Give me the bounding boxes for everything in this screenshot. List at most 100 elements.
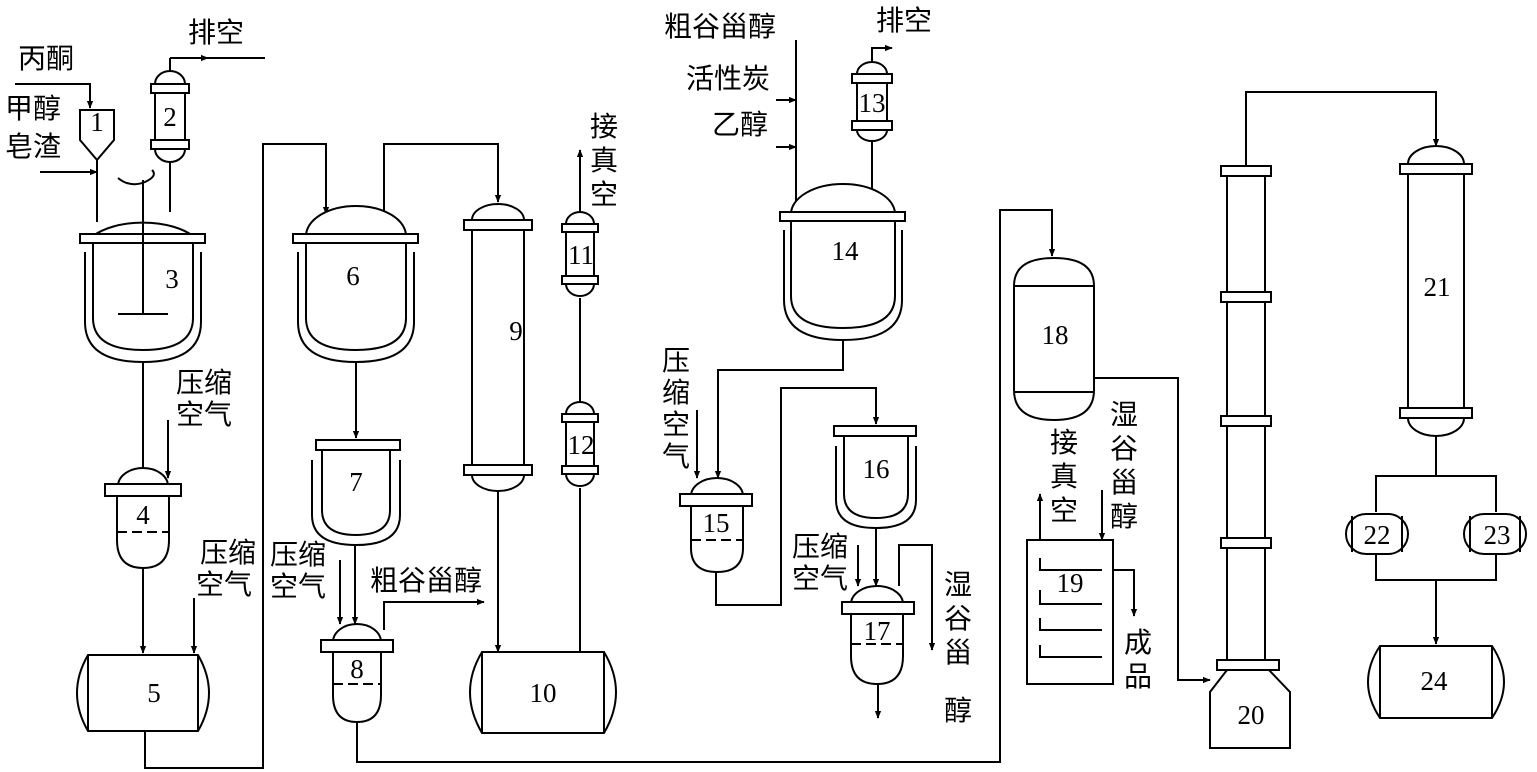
unit-label-3: 3 [165, 264, 179, 294]
label-activated-carbon: 活性炭 [686, 62, 770, 95]
unit-7-vessel [311, 439, 401, 547]
label-vacuum-11-line2: 真 [590, 144, 618, 177]
unit-9-column [463, 203, 533, 492]
piping [15, 40, 1497, 769]
unit-5-storage-tank [76, 654, 210, 732]
stream-labels: 丙酮 甲醇 皂渣 排空 压缩 空气 压缩 空气 压缩 空气 粗谷甾醇 接 真 空… [5, 4, 1152, 727]
unit-label-19: 19 [1057, 568, 1084, 598]
unit-label-10: 10 [530, 678, 557, 708]
label-wet-sterol-17-line4: 醇 [944, 694, 972, 727]
pipe-tank15-to-reactor16 [715, 387, 880, 606]
label-compressed-air-5-line1: 压缩 [200, 536, 256, 569]
label-acetone: 丙酮 [18, 42, 74, 75]
unit-label-1: 1 [90, 107, 104, 137]
label-compressed-air-17-line1: 压缩 [792, 530, 848, 563]
unit-label-8: 8 [350, 654, 364, 684]
label-wet-sterol-19-line1: 湿 [1110, 398, 1138, 431]
unit-label-15: 15 [703, 508, 730, 538]
pipe-manifold-top [1375, 475, 1497, 512]
unit-label-11: 11 [568, 240, 594, 270]
label-vacuum-19-line3: 空 [1050, 494, 1078, 527]
label-vacuum-11-line1: 接 [590, 110, 618, 143]
pipe-manifold-bottom [1375, 554, 1497, 581]
unit-label-5: 5 [147, 678, 161, 708]
label-vacuum-19-line1: 接 [1050, 426, 1078, 459]
label-vent-13: 排空 [876, 4, 932, 37]
pipe-column20-to-condenser21 [1245, 91, 1440, 166]
unit-16-vessel [833, 425, 917, 530]
unit-6-reactor [292, 205, 419, 364]
unit-label-6: 6 [346, 261, 360, 291]
label-wet-sterol-17-line3: 甾 [944, 636, 972, 669]
label-compressed-air-15-line1: 压 [662, 344, 690, 377]
unit-label-22: 22 [1364, 520, 1391, 550]
unit-11-trap [561, 211, 599, 297]
unit-label-2: 2 [163, 102, 177, 132]
unit-21-condenser [1399, 145, 1473, 437]
label-compressed-air-17-line2: 空气 [792, 562, 848, 595]
unit-label-9: 9 [509, 316, 523, 346]
unit-label-16: 16 [863, 454, 890, 484]
label-crude-sterol-out: 粗谷甾醇 [370, 564, 482, 597]
label-compressed-air-15-line3: 空 [662, 408, 690, 441]
unit-4-blow-tank [104, 467, 182, 570]
unit-numbers: 1 2 3 4 5 6 7 8 9 10 11 12 13 14 15 16 1… [90, 88, 1510, 730]
pipe-wet-sterol-17 [898, 544, 936, 651]
label-vacuum-11-line3: 空 [590, 178, 618, 211]
unit-15-blow-tank [679, 477, 753, 574]
label-wet-sterol-19-line4: 醇 [1110, 500, 1138, 533]
pipe-tank5-to-reactor6 [144, 143, 330, 769]
pipe-tank8-to-tank18 [356, 209, 1056, 763]
unit-1-hopper [79, 109, 115, 162]
label-crude-sterol-in: 粗谷甾醇 [664, 10, 776, 43]
unit-13-condenser [851, 61, 893, 142]
label-wet-sterol-17-line1: 湿 [944, 568, 972, 601]
unit-label-17: 17 [864, 616, 891, 646]
label-compressed-air-5-line2: 空气 [196, 568, 252, 601]
unit-2-condenser [150, 70, 190, 163]
unit-label-18: 18 [1042, 320, 1069, 350]
pipe-reactor6-to-column9 [383, 143, 502, 212]
unit-24-storage-tank [1367, 645, 1505, 719]
label-methanol: 甲醇 [5, 92, 61, 125]
label-compressed-air-15-line2: 缩 [662, 376, 690, 409]
pipe-vent-13 [871, 44, 893, 64]
unit-8-blow-tank [320, 623, 394, 724]
label-compressed-air-8-line2: 空气 [270, 570, 326, 603]
label-compressed-air-4-line1: 压缩 [176, 366, 232, 399]
unit-17-blow-tank [841, 585, 915, 686]
label-soap-residue: 皂渣 [5, 130, 61, 163]
unit-20-column [1209, 165, 1291, 749]
pipe-reactor14-to-tank15 [714, 338, 844, 479]
unit-14-reactor [779, 183, 906, 342]
unit-label-14: 14 [832, 236, 860, 266]
unit-label-20: 20 [1238, 700, 1265, 730]
unit-label-4: 4 [136, 500, 150, 530]
unit-label-13: 13 [859, 88, 886, 118]
unit-12-trap [561, 401, 599, 487]
label-wet-sterol-19-line2: 谷 [1110, 432, 1138, 465]
unit-23-receiver [1463, 513, 1527, 555]
unit-19-dryer [1026, 539, 1114, 685]
pipe-tank18-to-tank20 [1095, 377, 1211, 684]
unit-label-23: 23 [1484, 520, 1511, 550]
label-vent-top-left: 排空 [188, 16, 244, 49]
unit-label-24: 24 [1421, 666, 1449, 696]
label-compressed-air-8-line1: 压缩 [270, 538, 326, 571]
label-wet-sterol-17-line2: 谷 [944, 602, 972, 635]
pipe-acetone-feed [15, 83, 94, 109]
label-product-line1: 成 [1124, 626, 1152, 659]
unit-label-21: 21 [1424, 272, 1451, 302]
label-product-line2: 品 [1124, 660, 1152, 693]
unit-18-tank [1013, 256, 1095, 422]
unit-10-storage-tank [469, 651, 617, 734]
label-wet-sterol-19-line3: 甾 [1110, 466, 1138, 499]
unit-22-receiver [1345, 513, 1409, 555]
label-compressed-air-15-line4: 气 [662, 440, 690, 473]
label-compressed-air-4-line2: 空气 [176, 398, 232, 431]
unit-3-reactor [79, 169, 206, 364]
unit-label-7: 7 [349, 467, 363, 497]
pipe-product-19 [1114, 569, 1138, 617]
pipe-crude-sterol-out [383, 598, 485, 630]
